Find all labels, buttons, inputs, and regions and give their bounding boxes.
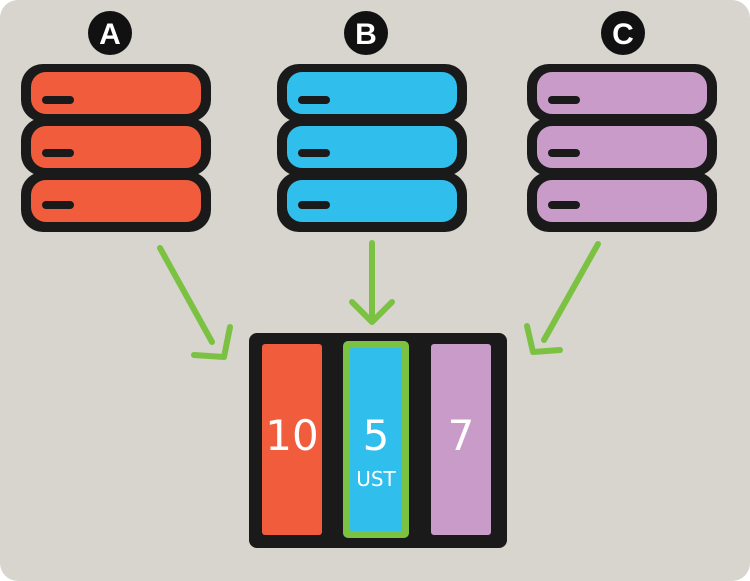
column-b-unit: UST [356, 467, 396, 491]
server-c-unit-face [537, 126, 707, 168]
server-a-unit-face [31, 126, 201, 168]
column-c: 7 [431, 344, 491, 535]
column-b-value: 5 [363, 411, 390, 460]
server-a-label: A [99, 18, 121, 51]
column-b-bar [350, 348, 402, 531]
server-b-label: B [355, 18, 377, 51]
server-a-slot [42, 96, 74, 104]
server-b: B [277, 11, 467, 232]
arrow-b [349, 240, 395, 325]
server-a-slot [42, 201, 74, 209]
column-c-value: 7 [448, 411, 475, 460]
server-b-badge [344, 11, 388, 55]
server-c-badge [601, 11, 645, 55]
server-a-unit-face [31, 180, 201, 222]
server-a-slot [42, 149, 74, 157]
server-a-badge [88, 11, 132, 55]
server-b-slot [298, 149, 330, 157]
arrow-c [524, 241, 601, 355]
column-a: 10 [262, 344, 322, 535]
server-c-label: C [612, 18, 634, 51]
server-c-unit-face [537, 72, 707, 114]
server-b-slot [298, 201, 330, 209]
column-a-value: 10 [265, 411, 318, 460]
server-a-unit-face [31, 72, 201, 114]
server-c-unit-face [537, 180, 707, 222]
result-panel: 10 5 UST 7 [249, 333, 507, 548]
server-c: C [527, 11, 717, 232]
server-b-unit-face [287, 180, 457, 222]
arrow-a [157, 245, 233, 360]
server-b-unit-face [287, 72, 457, 114]
server-c-slot [548, 201, 580, 209]
server-b-stack [277, 64, 467, 232]
arrows [157, 240, 601, 360]
column-a-bar [262, 344, 322, 535]
server-b-unit-face [287, 126, 457, 168]
column-b: 5 UST [343, 341, 409, 538]
server-b-slot [298, 96, 330, 104]
server-c-slot [548, 149, 580, 157]
column-c-bar [431, 344, 491, 535]
server-a: A [21, 11, 211, 232]
server-c-slot [548, 96, 580, 104]
server-c-stack [527, 64, 717, 232]
server-a-stack [21, 64, 211, 232]
